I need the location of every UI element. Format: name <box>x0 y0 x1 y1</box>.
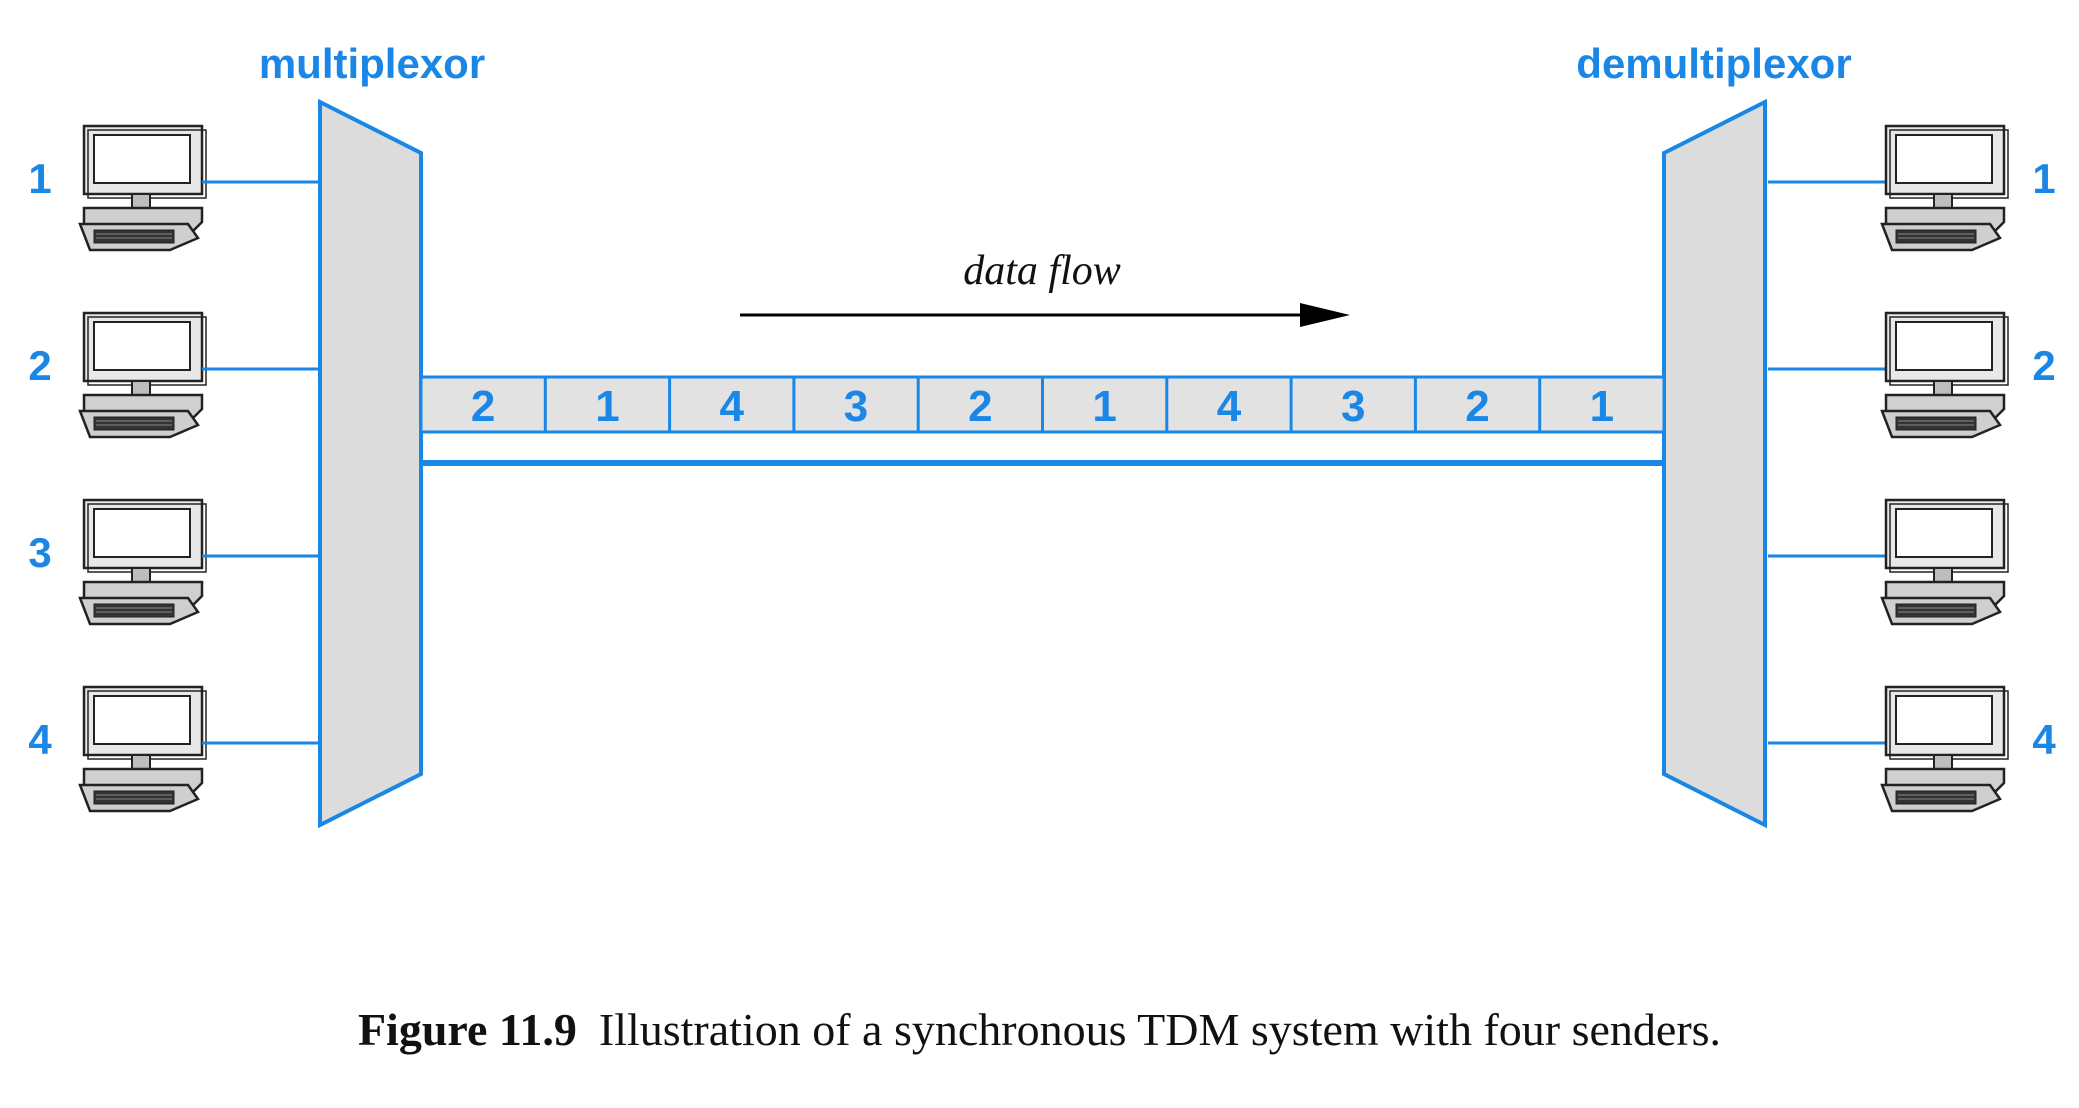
computer-icon <box>1880 124 2010 252</box>
sender-number-4: 4 <box>28 716 52 763</box>
data-flow-arrow <box>740 303 1350 327</box>
time-slots: 2 1 4 3 2 1 4 3 2 1 <box>471 377 1614 432</box>
slot-label: 3 <box>844 382 868 431</box>
slot-label: 2 <box>968 382 992 431</box>
receiver-1: 1 <box>1768 124 2056 252</box>
receiver-4: 4 <box>1768 685 2056 813</box>
multiplexor-device <box>318 98 423 829</box>
caption-text: Illustration of a synchronous TDM system… <box>598 1004 1722 1055</box>
slot-label: 4 <box>720 382 745 431</box>
sender-1: 1 <box>28 124 320 252</box>
figure-caption: Figure 11.9 Illustration of a synchronous… <box>0 1003 2079 1056</box>
receiver-number-2: 2 <box>2032 342 2055 389</box>
receiver-2: 2 <box>1768 311 2056 439</box>
sender-number-3: 3 <box>28 529 51 576</box>
slot-label: 2 <box>1465 382 1489 431</box>
slot-label: 1 <box>595 382 619 431</box>
sender-4: 4 <box>28 685 320 813</box>
computer-icon <box>78 685 208 813</box>
time-slot: 3 <box>1289 377 1365 432</box>
receiver-3 <box>1768 498 2010 626</box>
slot-label: 1 <box>1092 382 1116 431</box>
time-slot: 1 <box>1041 377 1117 432</box>
sender-number-2: 2 <box>28 342 51 389</box>
time-slot: 2 <box>916 377 993 432</box>
time-slot: 3 <box>792 377 868 432</box>
computer-icon <box>78 498 208 626</box>
sender-2: 2 <box>28 311 320 439</box>
demultiplexor-device <box>1662 98 1767 829</box>
sender-3: 3 <box>28 498 320 626</box>
computer-icon <box>1880 311 2010 439</box>
time-slot: 1 <box>1538 377 1614 432</box>
computer-icon <box>1880 685 2010 813</box>
receiver-number-4: 4 <box>2032 716 2056 763</box>
data-flow-label: data flow <box>963 248 1121 294</box>
time-slot: 4 <box>668 377 745 432</box>
multiplexor-label: multiplexor <box>259 40 485 87</box>
caption-number: Figure 11.9 <box>357 1004 577 1055</box>
computer-icon <box>78 311 208 439</box>
demultiplexor-label: demultiplexor <box>1576 40 1851 87</box>
time-slot: 2 <box>1413 377 1490 432</box>
time-slot: 2 <box>471 382 495 431</box>
slot-label: 2 <box>471 382 495 431</box>
computer-icon <box>1880 498 2010 626</box>
slot-label: 3 <box>1341 382 1365 431</box>
slot-label: 1 <box>1590 382 1614 431</box>
sender-number-1: 1 <box>28 155 51 202</box>
computer-icon <box>78 124 208 252</box>
time-slot: 1 <box>543 377 620 432</box>
time-slot: 4 <box>1165 377 1242 432</box>
receiver-number-1: 1 <box>2032 155 2055 202</box>
slot-label: 4 <box>1217 382 1242 431</box>
